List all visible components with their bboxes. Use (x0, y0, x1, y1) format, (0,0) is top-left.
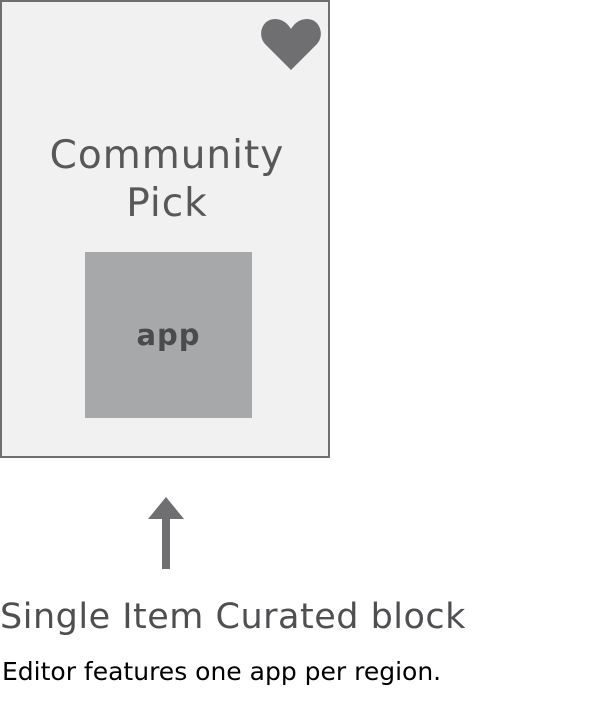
card-title-line-2: Pick (126, 181, 208, 226)
app-tile[interactable]: app (85, 252, 252, 418)
heart-icon[interactable] (260, 16, 322, 72)
card-title-line-1: Community (49, 133, 285, 178)
caption-title: Single Item Curated block (0, 597, 466, 637)
app-label: app (136, 318, 201, 352)
card-title: Community Pick (2, 132, 332, 228)
community-pick-card[interactable]: Community Pick app (0, 0, 330, 458)
caption-description: Editor features one app per region. (2, 657, 442, 686)
up-arrow-icon (148, 497, 184, 569)
